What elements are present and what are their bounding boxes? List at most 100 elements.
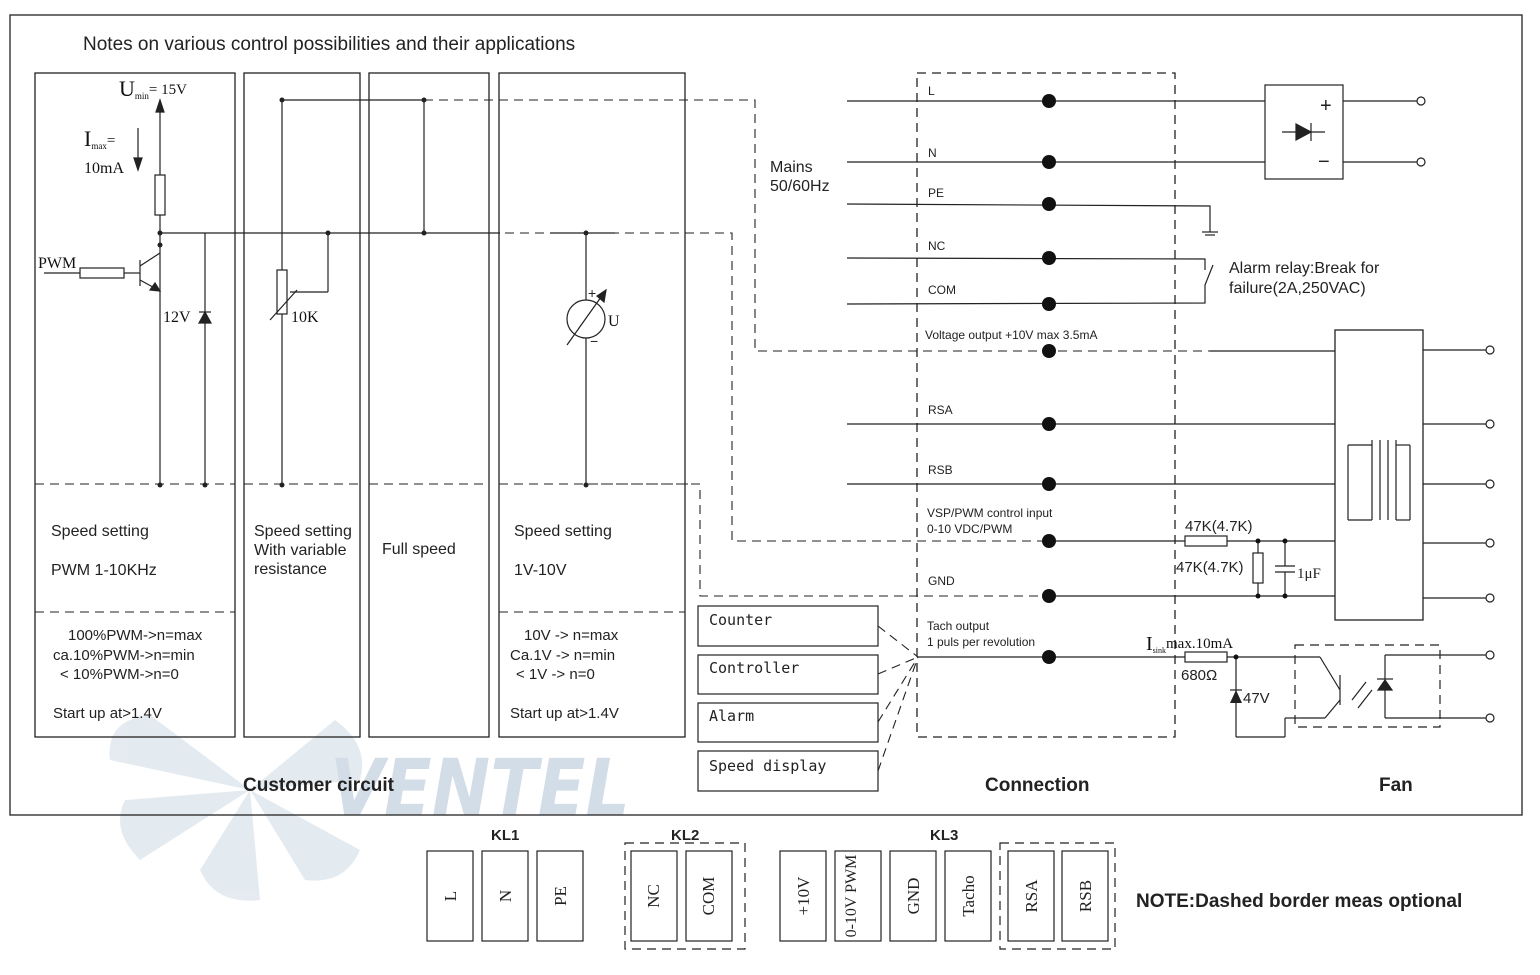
transformer-icon <box>1347 440 1411 521</box>
volt-note-2: Ca.1V -> n=min <box>510 647 615 664</box>
ventel-watermark: VENTEL <box>109 715 630 901</box>
watermark-text: VENTEL <box>330 744 630 834</box>
kl2-pin-nc: NC <box>644 884 663 908</box>
meter-plus: + <box>588 285 596 301</box>
kl3-pin-gnd: GND <box>904 878 923 915</box>
terminal-dots <box>1042 94 1288 664</box>
pot-circuit <box>269 99 342 485</box>
isink-value: max.10mA <box>1166 636 1233 652</box>
kl1-terminal-block <box>426 850 584 942</box>
pot-speed-line-3: resistance <box>254 561 327 578</box>
rectifier-box <box>1264 84 1344 180</box>
device-speed-display: Speed display <box>709 757 826 775</box>
volt-note-3: < 1V -> n=0 <box>516 666 595 683</box>
connection-box <box>916 72 1176 738</box>
kl1-pin-l: L <box>441 891 460 901</box>
zener-12v-label: 12V <box>163 309 191 326</box>
terminal-rsb: RSB <box>928 463 953 477</box>
zener-47v-icon <box>1230 690 1242 703</box>
pot-circuit-box <box>243 72 361 738</box>
fan-outputs <box>1423 345 1495 723</box>
imax-eq: = <box>107 133 115 149</box>
full-speed-circuit <box>205 99 500 234</box>
pwm-input-label: PWM <box>38 255 76 272</box>
box-dividers <box>35 483 700 613</box>
rectifier-plus: + <box>1320 95 1332 117</box>
pwm-dots <box>157 230 208 488</box>
kl3-pin-10v: +10V <box>794 876 813 916</box>
full-speed-label: Full speed <box>382 541 456 558</box>
kl3-pin-pwm-text: 0-10V PWM <box>843 855 860 938</box>
section-connection: Connection <box>985 775 1090 796</box>
pwm-note-2: ca.10%PWM->n=min <box>53 647 195 664</box>
mains-label-2: 50/60Hz <box>770 178 830 195</box>
isink-label: Isinkmax.10mA <box>1146 633 1233 655</box>
terminal-vout: Voltage output +10V max 3.5mA <box>925 328 1097 342</box>
cap-label: 1μF <box>1297 566 1321 582</box>
rectifier-minus: − <box>1318 151 1330 173</box>
volt-speed-setting: Speed setting <box>514 523 612 540</box>
imax-label: Imax= <box>84 126 115 151</box>
terminal-n: N <box>928 146 937 160</box>
kl3-title: KL3 <box>930 827 958 844</box>
device-counter: Counter <box>709 611 772 629</box>
r2-label: 47K(4.7K) <box>1176 559 1244 576</box>
terminal-vsp-2: 0-10 VDC/PWM <box>927 522 1012 536</box>
isink-main: I <box>1146 633 1153 655</box>
kl1-pin-pe: PE <box>551 886 570 906</box>
device-controller: Controller <box>709 659 799 677</box>
alarm-label-1: Alarm relay:Break for <box>1229 260 1380 277</box>
volt-range: 1V-10V <box>514 562 567 579</box>
alarm-label-2: failure(2A,250VAC) <box>1229 280 1366 297</box>
kl1-pin-n: N <box>496 890 515 902</box>
pot-speed-line-1: Speed setting <box>254 523 352 540</box>
umin-sub: min <box>135 91 150 101</box>
terminal-pe: PE <box>928 186 944 200</box>
imax-sub: max <box>91 141 107 151</box>
pot-speed-line-2: With variable <box>254 542 347 559</box>
terminal-tach-1: Tach output <box>927 619 990 633</box>
pot-value-label: 10K <box>291 309 319 326</box>
terminal-nc: NC <box>928 239 946 253</box>
volt-startup: Start up at>1.4V <box>510 705 619 722</box>
optocoupler-icon <box>1300 654 1440 719</box>
kl3-optional-border <box>999 842 1116 950</box>
kl2-terminal-block <box>630 850 733 942</box>
terminal-com: COM <box>928 283 956 297</box>
umin-label: Umin= 15V <box>119 76 187 101</box>
terminal-tach-2: 1 puls per revolution <box>927 635 1035 649</box>
kl1-title: KL1 <box>491 827 519 844</box>
full-speed-box <box>368 72 490 738</box>
pwm-range: PWM 1-10KHz <box>51 562 157 579</box>
pwm-circuit <box>44 98 213 485</box>
umin-main: U <box>119 76 135 101</box>
fan-logo-icon <box>109 715 363 901</box>
kl2-optional-border <box>624 842 746 950</box>
imax-main: I <box>84 126 91 151</box>
outer-frame <box>9 14 1523 816</box>
pwm-startup: Start up at>1.4V <box>53 705 162 722</box>
kl2-pin-com: COM <box>699 877 718 916</box>
meter-u-label: U <box>608 313 620 330</box>
fan-motor-box <box>1334 329 1424 621</box>
page-title: Notes on various control possibilities a… <box>83 34 575 55</box>
terminal-gnd: GND <box>928 574 955 588</box>
pwm-circuit-box <box>34 72 236 738</box>
section-customer: Customer circuit <box>243 775 395 796</box>
terminal-lines <box>846 100 1335 738</box>
rectifier-diode-icon <box>1282 96 1426 167</box>
dashed-wires <box>160 99 1210 597</box>
terminal-l: L <box>928 84 935 98</box>
r1-label: 47K(4.7K) <box>1185 518 1253 535</box>
pwm-note-1: 100%PWM->n=max <box>68 627 203 644</box>
pwm-note-3: < 10%PWM->n=0 <box>60 666 179 683</box>
kl3-terminal-block <box>779 850 1109 942</box>
isink-sub: sink <box>1153 646 1166 655</box>
meter-minus: − <box>590 333 598 349</box>
kl3-pin-rsb: RSB <box>1076 880 1095 912</box>
device-alarm: Alarm <box>709 707 754 725</box>
optocoupler-box <box>1294 644 1441 728</box>
voltage-circuit-box <box>498 72 686 738</box>
device-wires <box>877 625 919 772</box>
